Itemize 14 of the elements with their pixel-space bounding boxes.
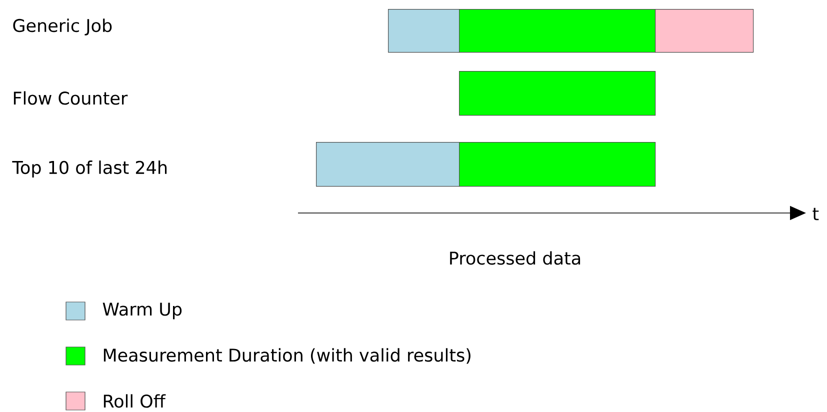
timeline-bar [316, 142, 460, 187]
legend-label: Measurement Duration (with valid results) [104, 348, 470, 364]
row-label: Flow Counter [14, 91, 128, 105]
timeline-bar [459, 142, 656, 187]
timeline-bar [459, 71, 656, 116]
timeline-bar [655, 9, 754, 53]
row-label: Top 10 of last 24h [12, 160, 167, 178]
legend-label: Roll Off [104, 394, 166, 408]
axis-label: t [812, 208, 819, 220]
legend-label: Warm Up [102, 302, 182, 320]
timeline-bar [459, 9, 656, 53]
row-label: Generic Job [13, 18, 112, 36]
axis-caption: Processed data [450, 251, 580, 265]
timeline-bar [388, 9, 460, 53]
